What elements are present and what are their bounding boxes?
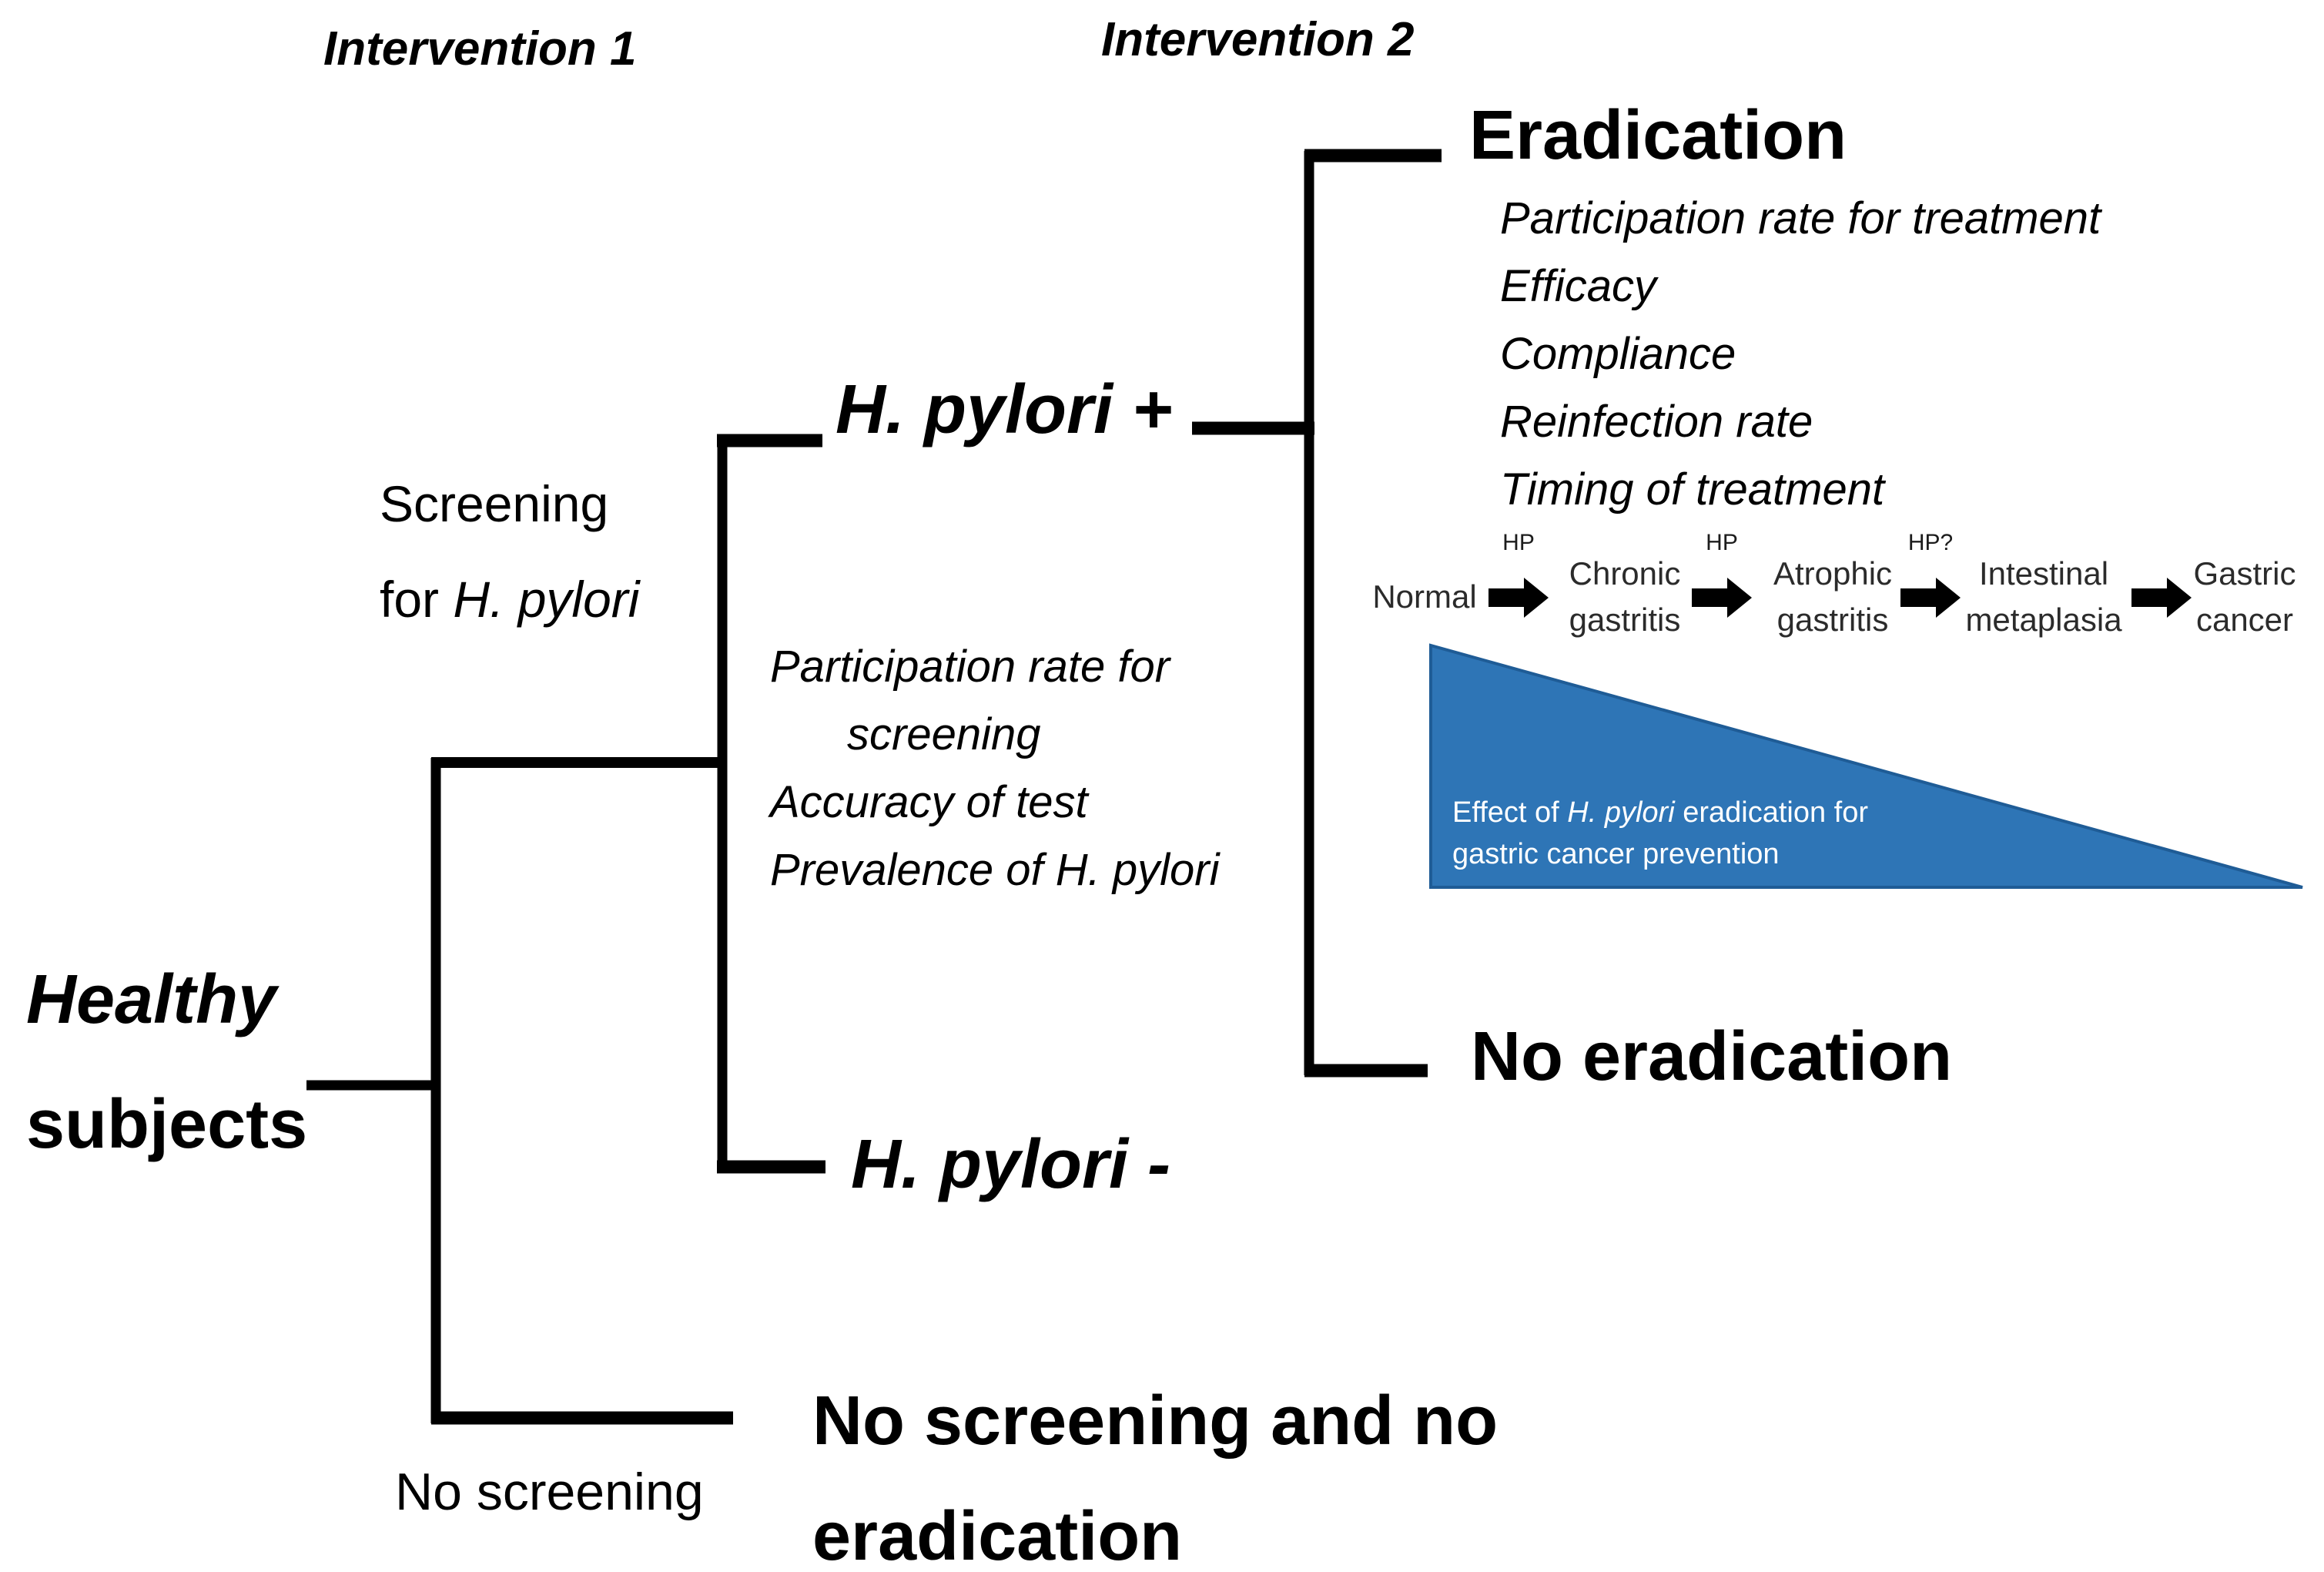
arrow-body [2131,588,2168,607]
screening-factor-item: screening [847,709,1041,759]
screening-arm-label-line1: Screening [380,475,609,532]
progression-stage-gastric-cancer: Gastric cancer [2193,555,2296,638]
arrow-head [1727,578,1752,618]
progression-arrow-label-3: HP? [1907,530,1954,555]
arrow-head [1936,578,1961,618]
right-arrow-icon [1900,578,1961,618]
treatment-factor-item: Participation rate for treatment [1500,193,2101,243]
screening-factor-item: Accuracy of test [770,777,1088,827]
treatment-factor-item: Efficacy [1500,261,1657,311]
treatment-factors-list: Participation rate for treatment Efficac… [1500,185,2101,524]
arrow-head [1524,578,1549,618]
screening-factor-item: Participation rate for [770,642,1170,692]
eradication-node: Eradication [1469,97,1847,174]
progression-stage-intestinal-metaplasia: Intestinal metaplasia [1965,555,2122,638]
arrow-head [2167,578,2192,618]
effect-triangle-caption-line1: Effect of H. pylori eradication for [1452,796,1869,829]
no-screening-no-eradication-line1: No screening and no [812,1383,1499,1460]
treatment-factor-item: Reinfection rate [1500,397,1813,447]
hp-negative-node: H. pylori - [851,1126,1171,1203]
no-screening-no-eradication-line2: eradication [812,1498,1183,1572]
arrow-body [1488,588,1525,607]
screening-factors-list: Participation rate for screening Accurac… [770,633,1219,904]
intervention-1-header: Intervention 1 [323,22,637,75]
screening-arm-label-line2: for H. pylori [380,571,640,628]
intervention-2-header: Intervention 2 [1101,13,1415,66]
root-node-line1: Healthy [26,961,277,1038]
progression-stage-normal: Normal [1372,578,1477,615]
right-arrow-icon [2131,578,2192,618]
right-arrow-icon [1692,578,1752,618]
effect-triangle-caption: Effect of H. pylori eradication for gast… [1452,792,1868,875]
treatment-factor-item: Compliance [1500,329,1736,379]
screening-factor-item: Prevalence of H. pylori [770,845,1220,895]
root-node-line2: subjects [26,1086,308,1163]
progression-stage-chronic-gastritis: Chronic gastritis [1569,555,1681,638]
progression-arrow-label-1: HP [1502,530,1535,555]
arrow-body [1900,588,1937,607]
right-arrow-icon [1488,578,1549,618]
effect-triangle [1429,643,2303,889]
progression-stage-atrophic-gastritis: Atrophic gastritis [1773,555,1893,638]
no-screening-arm-label: No screening [395,1463,704,1521]
arrow-body [1692,588,1728,607]
screening-arm-label: Screening for H. pylori [380,456,639,647]
no-eradication-node: No eradication [1471,1018,1953,1095]
effect-triangle-caption-line2: gastric cancer prevention [1452,838,1780,870]
treatment-factor-item: Timing of treatment [1500,464,1885,515]
progression-arrow-label-2: HP [1706,530,1738,555]
no-screening-no-eradication-node: No screening and no eradication [812,1363,1498,1572]
hp-positive-node: H. pylori + [836,371,1173,448]
